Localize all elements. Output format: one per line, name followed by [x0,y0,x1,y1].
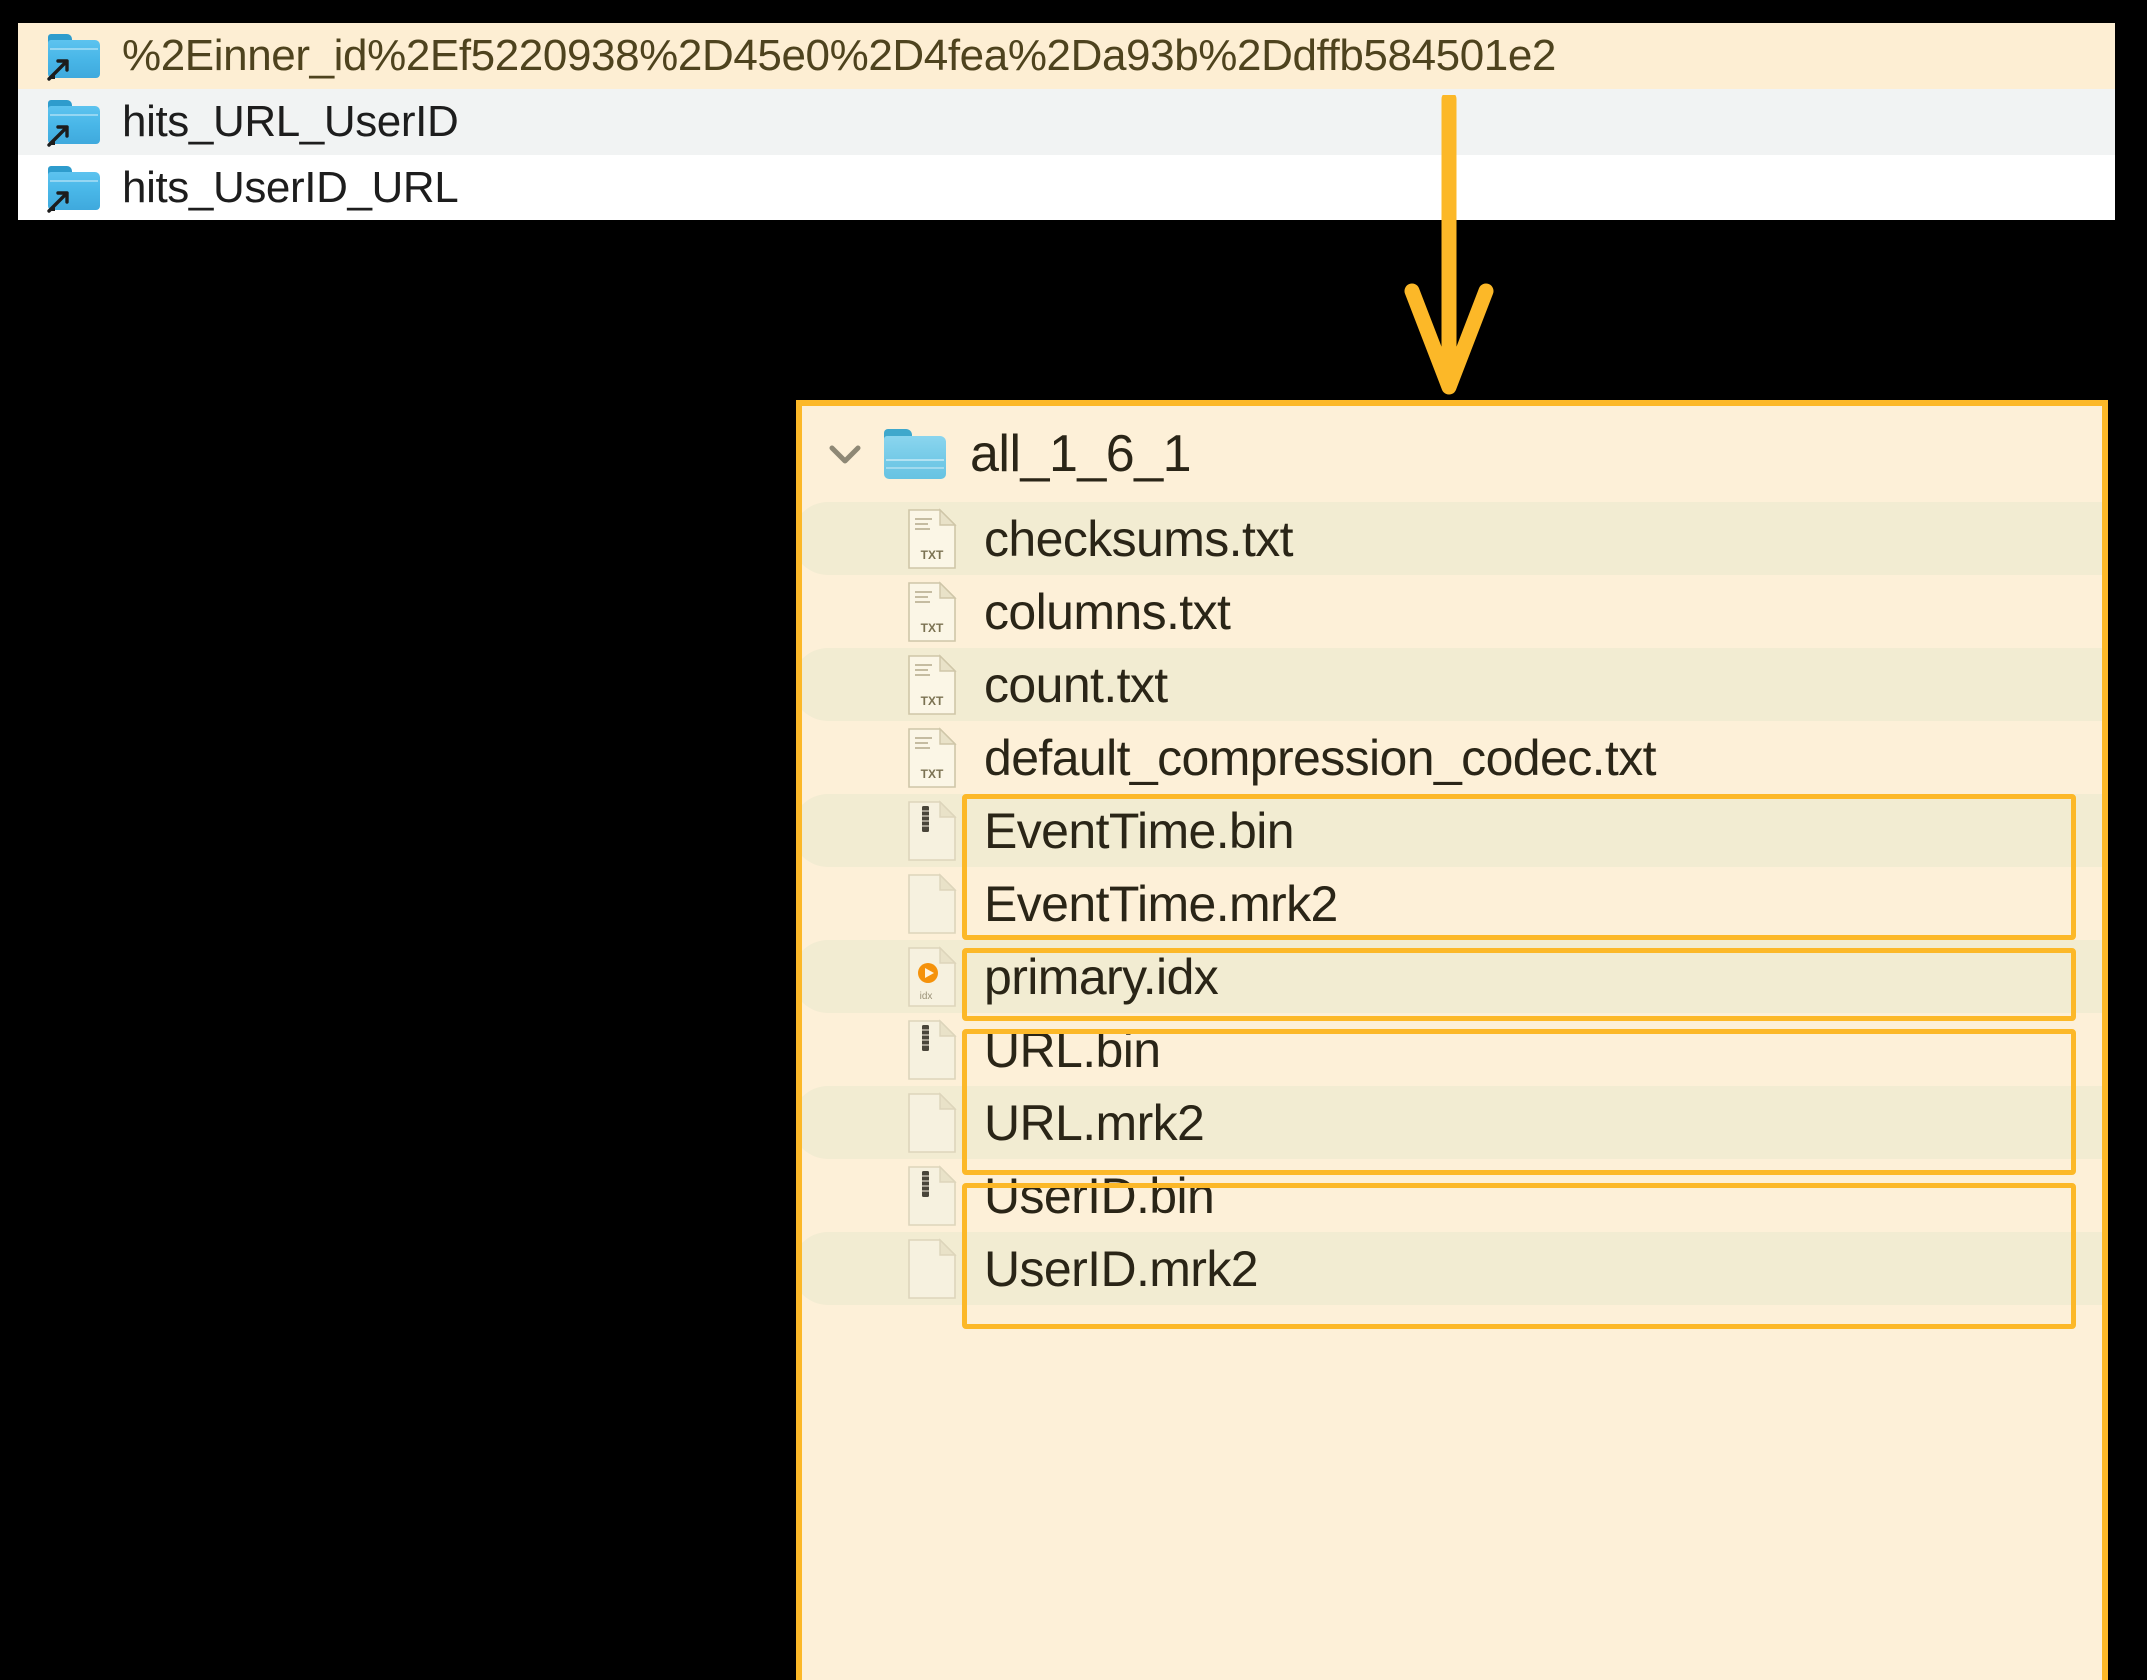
top-list-row[interactable]: hits_URL_UserID [18,89,2115,155]
file-row[interactable]: idx primary.idx [802,940,2102,1013]
file-name-label: UserID.bin [984,1167,1215,1224]
file-name-label: default_compression_codec.txt [984,729,1656,786]
file-name-label: URL.bin [984,1021,1161,1078]
file-row[interactable]: EventTime.bin [802,794,2102,867]
idx-file-icon: idx [906,945,958,1009]
svg-text:TXT: TXT [921,694,944,708]
file-row[interactable]: TXT columns.txt [802,575,2102,648]
folder-header-row[interactable]: all_1_6_1 [802,406,2102,502]
txt-file-icon: TXT [906,726,958,790]
file-row[interactable]: TXT count.txt [802,648,2102,721]
bin-file-icon [906,1164,958,1228]
bin-file-icon [906,1018,958,1082]
file-row[interactable]: URL.bin [802,1013,2102,1086]
file-name-label: columns.txt [984,583,1231,640]
svg-text:TXT: TXT [921,621,944,635]
blank-file-icon [906,1091,958,1155]
file-row[interactable]: URL.mrk2 [802,1086,2102,1159]
down-arrow-icon [1404,91,1584,395]
folder-name-label: all_1_6_1 [970,425,1192,483]
top-list-row[interactable]: %2Einner_id%2Ef5220938%2D45e0%2D4fea%2Da… [18,23,2115,89]
file-name-label: EventTime.bin [984,802,1295,859]
detail-panel: all_1_6_1 TXT checksums.txt [796,400,2108,1680]
file-name-label: URL.mrk2 [984,1094,1205,1151]
top-list-row[interactable]: hits_UserID_URL [18,155,2115,220]
file-name-label: checksums.txt [984,510,1294,567]
bin-file-icon [906,799,958,863]
top-list-row-label: hits_UserID_URL [122,163,459,212]
txt-file-icon: TXT [906,580,958,644]
file-row[interactable]: TXT checksums.txt [802,502,2102,575]
blank-file-icon [906,872,958,936]
file-name-label: count.txt [984,656,1168,713]
folder-shortcut-icon [47,100,100,147]
top-list-row-label: %2Einner_id%2Ef5220938%2D45e0%2D4fea%2Da… [122,31,1556,80]
file-row[interactable]: TXT default_compression_codec.txt [802,721,2102,794]
svg-text:TXT: TXT [921,548,944,562]
folder-shortcut-icon [47,34,100,81]
file-name-label: EventTime.mrk2 [984,875,1338,932]
svg-text:idx: idx [920,991,933,1002]
file-name-label: primary.idx [984,948,1219,1005]
file-rows-area: TXT checksums.txt TXT columns.txt [802,502,2102,1329]
file-row[interactable]: UserID.bin [802,1159,2102,1232]
chevron-down-icon[interactable] [822,431,868,477]
folder-icon [884,429,946,479]
top-folder-list: %2Einner_id%2Ef5220938%2D45e0%2D4fea%2Da… [18,23,2115,220]
file-row[interactable]: UserID.mrk2 [802,1232,2102,1305]
top-list-row-label: hits_URL_UserID [122,97,459,146]
txt-file-icon: TXT [906,507,958,571]
blank-file-icon [906,1237,958,1301]
folder-shortcut-icon [47,166,100,213]
file-row[interactable]: EventTime.mrk2 [802,867,2102,940]
file-name-label: UserID.mrk2 [984,1240,1259,1297]
txt-file-icon: TXT [906,653,958,717]
svg-text:TXT: TXT [921,767,944,781]
